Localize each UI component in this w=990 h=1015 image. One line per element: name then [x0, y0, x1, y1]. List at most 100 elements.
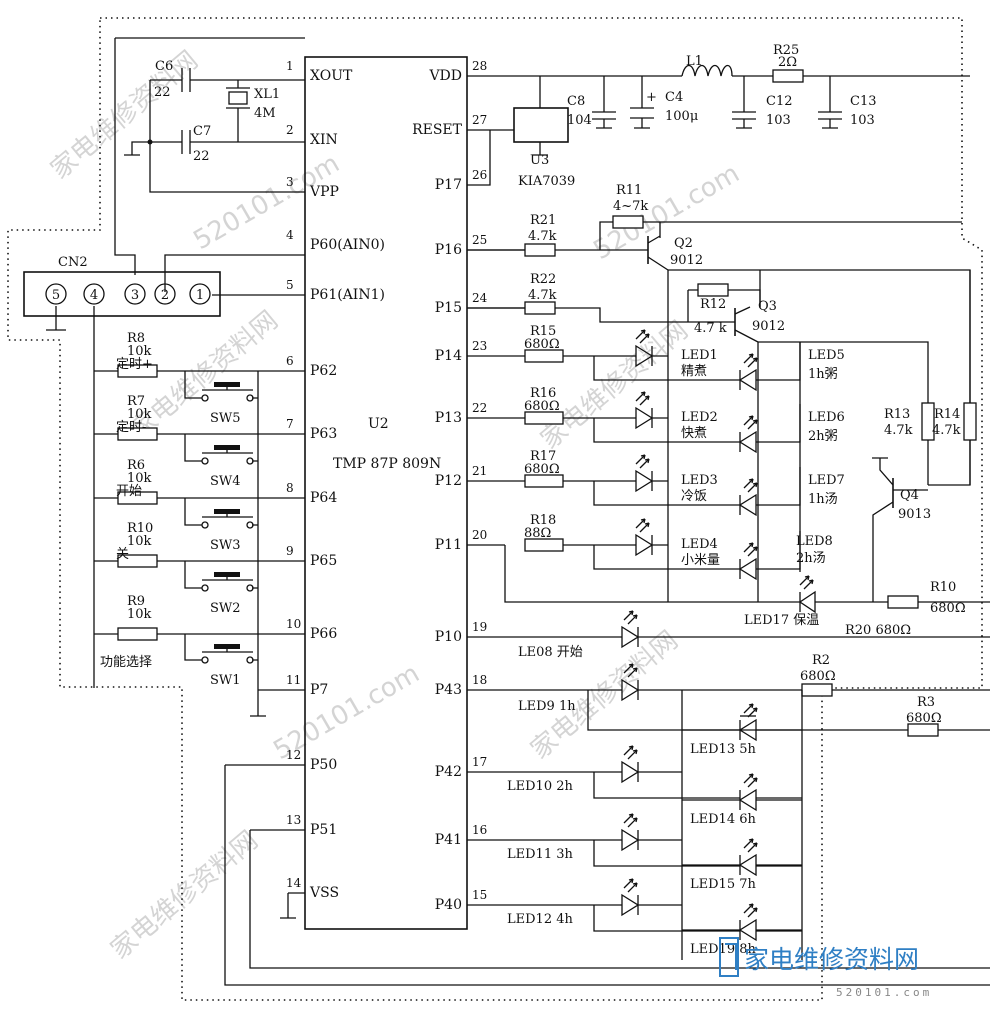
u2-ref: U2	[368, 416, 389, 432]
r22-value: 4.7k	[528, 288, 557, 303]
pin-name: P61(AIN1)	[310, 287, 385, 303]
c8-ref: C8	[567, 94, 585, 109]
pin-number: 24	[472, 291, 488, 305]
pin-number: 22	[472, 401, 487, 415]
watermark-text: 家电维修资料网	[105, 825, 264, 965]
r10b-ref: R10	[930, 580, 956, 595]
c13-ref: C13	[850, 94, 877, 109]
mode-led-func: 快煮	[681, 426, 707, 441]
resistor-value: 680Ω	[524, 337, 560, 352]
pin-name: P11	[435, 537, 462, 553]
pin-number: 7	[286, 417, 294, 431]
pin-number: 3	[286, 175, 294, 189]
hour-led-left: LED10 2h	[507, 779, 573, 794]
pin-name: P42	[435, 764, 462, 780]
r11-value: 4~7k	[613, 199, 648, 214]
xl1-ref: XL1	[254, 87, 280, 102]
pin-name: P15	[435, 300, 462, 316]
pin-number: 1	[286, 59, 294, 73]
c12-value: 103	[766, 113, 791, 128]
q2-part: 9012	[670, 253, 703, 268]
u2-part: TMP 87P 809N	[333, 456, 441, 472]
pin-number: 10	[286, 617, 301, 631]
r13-value: 4.7k	[884, 423, 913, 438]
pin-number: 16	[472, 823, 487, 837]
pin-name: XOUT	[310, 68, 353, 84]
cn2-pin-label: 1	[196, 288, 204, 303]
right-pins: VDD28RESET27P1726P1625P1524P1423P1322P12…	[412, 59, 525, 913]
pin-number: 4	[286, 228, 294, 242]
pin-number: 8	[286, 481, 294, 495]
switch-ref: SW2	[210, 601, 241, 616]
resistor-value: 10k	[127, 344, 152, 359]
power-supply: L1 R25 2Ω U3 KIA7039 C8 104 + C4 100μ C1…	[467, 43, 970, 189]
mode-led-matrix: R15680ΩLED1精煮LED51h粥R16680ΩLED2快煮LED62h粥…	[524, 324, 845, 581]
resistor-ref: R16	[530, 386, 556, 401]
pin-name: P60(AIN0)	[310, 237, 385, 253]
c8-value: 104	[567, 113, 592, 128]
resistor-ref: R6	[127, 458, 145, 473]
mode-led-func: 冷饭	[681, 489, 707, 504]
pin-number: 23	[472, 339, 487, 353]
mode-led-ref: LED1	[681, 348, 718, 363]
pin-name: P51	[310, 822, 337, 838]
cn2-pin	[45, 283, 67, 305]
pin-number: 20	[472, 528, 487, 542]
c6-value: 22	[154, 85, 171, 100]
pin-name: P64	[310, 490, 337, 506]
left-pins: 1XOUT2XIN3VPP4P60(AIN0)5P61(AIN1)6P627P6…	[258, 59, 385, 901]
porridge-led-func: 1h粥	[808, 366, 838, 382]
led08-label: LE08 开始	[518, 645, 583, 660]
pin-name: P62	[310, 363, 337, 379]
resistor-ref: R10	[127, 521, 153, 536]
logo-title: 家电维修资料网	[744, 945, 919, 974]
u3-ref: U3	[530, 153, 549, 168]
l1-ref: L1	[686, 54, 703, 69]
cn2-pin	[83, 283, 105, 305]
pin-number: 19	[472, 620, 487, 634]
pin-number: 2	[286, 123, 294, 137]
pin-name: VPP	[309, 184, 339, 200]
r25-value: 2Ω	[778, 55, 797, 70]
r14-value: 4.7k	[932, 423, 961, 438]
switch-ref: SW1	[210, 673, 241, 688]
logo-url: 520101.com	[836, 986, 932, 999]
r10b-value: 680Ω	[930, 601, 966, 616]
pullup-resistor	[117, 491, 158, 505]
u2-chip-body	[304, 56, 468, 930]
board-outline	[7, 17, 983, 1001]
r2-value: 680Ω	[800, 669, 836, 684]
key-function: 功能选择	[100, 655, 152, 670]
pin-name: P13	[435, 410, 462, 426]
resistor-ref: R8	[127, 331, 145, 346]
mode-led-func: 小米量	[681, 553, 720, 568]
resistor-ref: R17	[530, 449, 556, 464]
hour-led-right: LED14 6h	[690, 812, 756, 827]
pin-number: 26	[472, 168, 487, 182]
pin-number: 27	[472, 113, 487, 127]
porridge-led-ref: LED5	[808, 348, 845, 363]
porridge-led-func: 1h汤	[808, 492, 838, 507]
cn2-pin-label: 4	[90, 288, 98, 303]
r25-ref: R25	[773, 43, 799, 58]
pin-name: P10	[435, 629, 462, 645]
q4-part: 9013	[898, 507, 931, 522]
pin-number: 13	[286, 813, 301, 827]
pin-name: P66	[310, 626, 337, 642]
pin-number: 12	[286, 748, 301, 762]
resistor-value: 10k	[127, 607, 152, 622]
pin-number: 9	[286, 544, 294, 558]
mode-led-ref: LED2	[681, 410, 718, 425]
key-function: 定时-	[116, 420, 146, 435]
led17-label: LED17 保温	[744, 613, 819, 628]
u3-part: KIA7039	[518, 174, 575, 189]
resistor-value: 10k	[127, 407, 152, 422]
pin-name: P16	[435, 242, 462, 258]
r14-ref: R14	[934, 407, 960, 422]
pullup-resistor	[117, 627, 158, 641]
pin-name: VDD	[428, 68, 462, 84]
mode-led-ref: LED4	[681, 537, 718, 552]
q4-ref: Q4	[900, 488, 919, 503]
porridge-led-ref: LED7	[808, 473, 845, 488]
